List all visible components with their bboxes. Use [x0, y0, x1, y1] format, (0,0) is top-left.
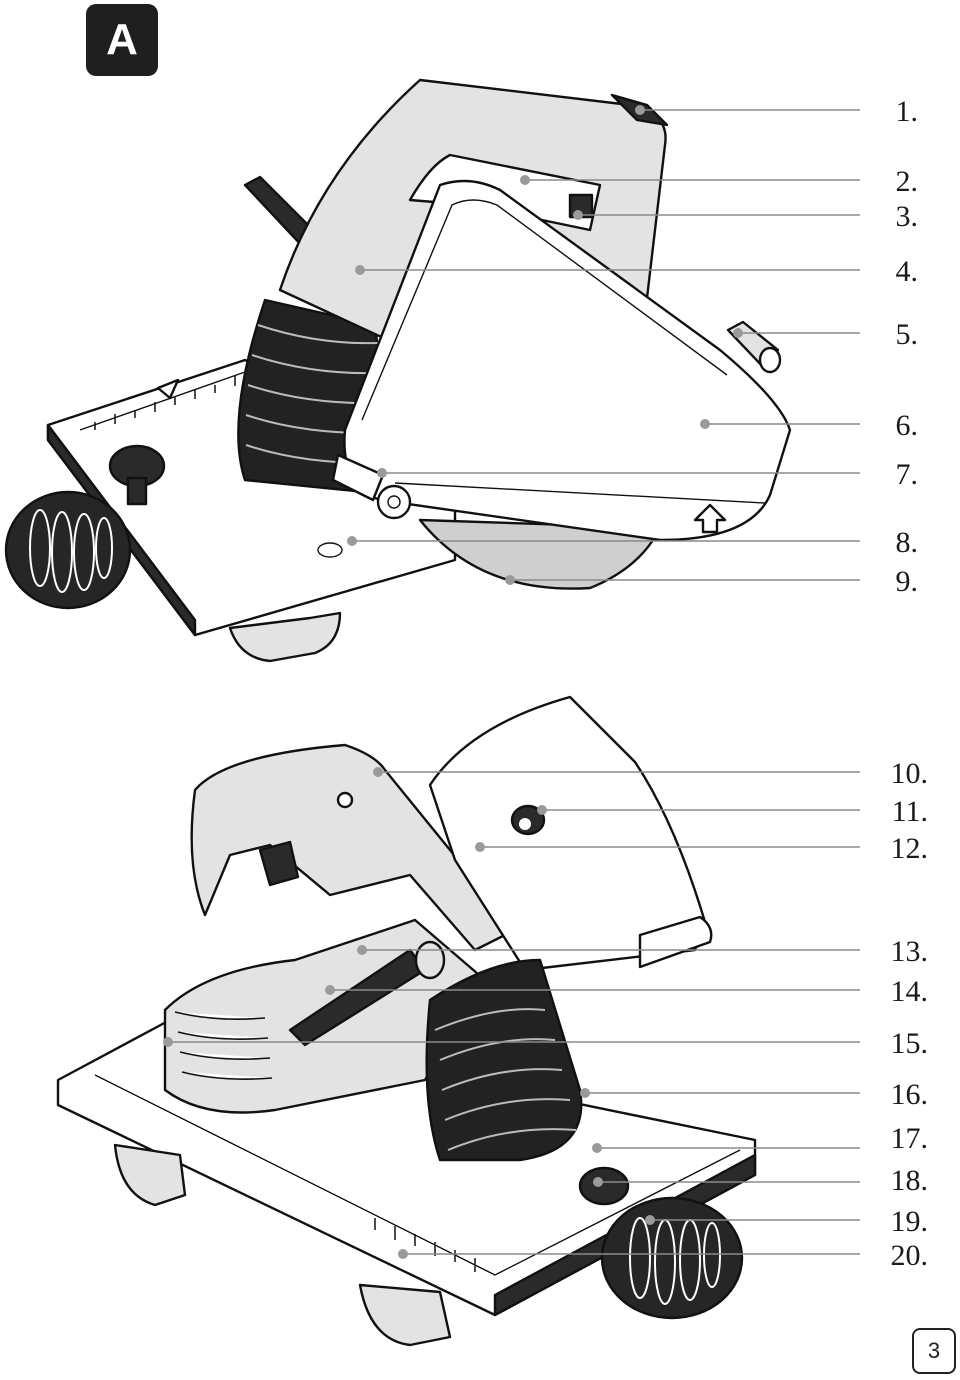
blade-guard-side: [428, 695, 707, 972]
callout-label: 20.: [891, 1239, 929, 1272]
dust-bellows-bottom: [425, 958, 583, 1162]
callout-label: 5.: [896, 318, 919, 351]
callout-label: 18.: [891, 1164, 929, 1197]
callout-label: 12.: [891, 832, 929, 865]
saw-blade: [418, 518, 662, 590]
lock-knob-bottom: [578, 1166, 630, 1206]
figure-badge: A: [86, 4, 158, 76]
callout-label: 4.: [896, 255, 919, 288]
callout-labels-top: 1. 2. 3. 4. 5. 6. 7. 8. 9.: [896, 95, 919, 598]
callout-label: 3.: [896, 200, 919, 233]
callout-label: 9.: [896, 565, 919, 598]
callout-label: 19.: [891, 1205, 929, 1238]
page-number: 3: [912, 1328, 956, 1374]
callout-label: 17.: [891, 1122, 929, 1155]
callout-label: 8.: [896, 526, 919, 559]
handle-bottom: [190, 743, 517, 952]
callout-leaders: [163, 105, 860, 1259]
saw-illustration-bottom: [56, 695, 757, 1347]
angle-scale-top: [94, 376, 236, 430]
callout-label: 1.: [896, 95, 919, 128]
adjust-knob-right: [600, 1196, 744, 1320]
callout-label: 2.: [896, 165, 919, 198]
adjust-knob-left: [4, 490, 132, 610]
callout-label: 6.: [896, 409, 919, 442]
callout-label: 15.: [891, 1027, 929, 1060]
callout-label: 14.: [891, 975, 929, 1008]
callout-label: 11.: [892, 795, 928, 828]
callout-label: 13.: [891, 935, 929, 968]
saw-illustration-top: [4, 78, 792, 663]
callout-labels-bottom: 10. 11. 12. 13. 14. 15. 16. 17. 18. 19. …: [891, 757, 929, 1272]
callout-label: 16.: [891, 1078, 929, 1111]
callout-label: 10.: [891, 757, 929, 790]
callout-label: 7.: [896, 458, 919, 491]
